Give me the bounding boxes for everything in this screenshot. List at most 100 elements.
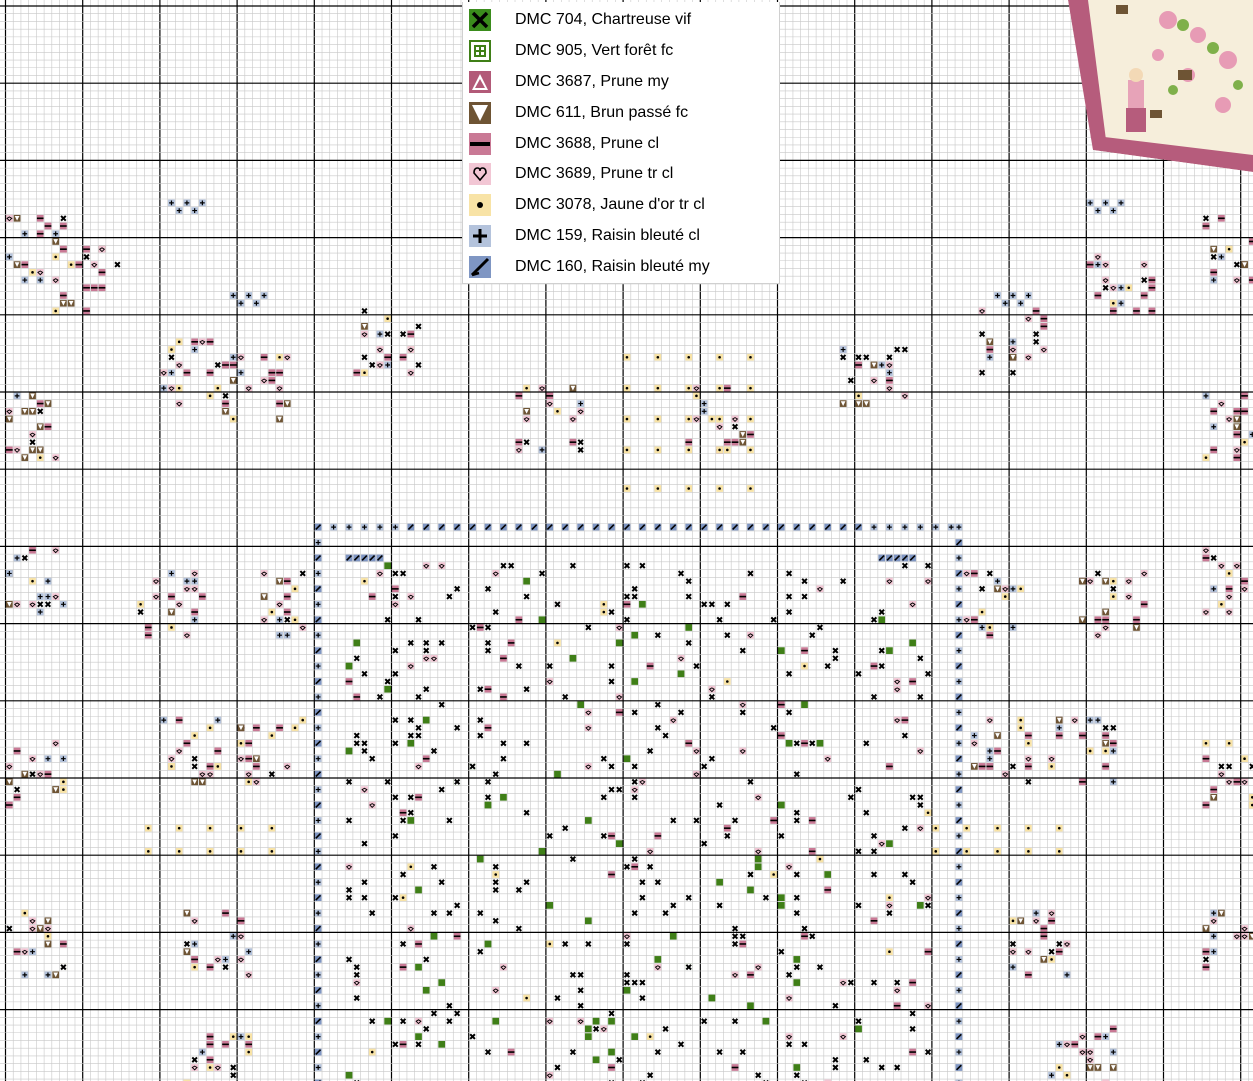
stitch-dash — [353, 369, 360, 376]
stitch-triangle-down — [1056, 717, 1063, 724]
stitch-plus — [1210, 910, 1217, 917]
stitch-heart-outline — [616, 694, 623, 701]
stitch-x-mark — [477, 732, 484, 739]
stitch-triangle-down — [6, 601, 13, 608]
stitch-plus — [315, 1002, 322, 1009]
stitch-plus — [276, 616, 283, 623]
stitch-dot — [716, 485, 723, 492]
stitch-heart-outline — [624, 933, 631, 940]
stitch-plus — [315, 910, 322, 917]
stitch-plus — [29, 948, 36, 955]
stitch-dash — [1133, 308, 1140, 315]
stitch-x-mark — [585, 624, 592, 631]
stitch-dash — [801, 647, 808, 654]
stitch-x-mark — [570, 1049, 577, 1056]
stitch-x-mark — [392, 794, 399, 801]
stitch-slash — [956, 755, 963, 762]
stitch-dot — [716, 416, 723, 423]
stitch-x-mark — [469, 624, 476, 631]
stitch-x-mark — [624, 863, 631, 870]
stitch-x-mark — [855, 354, 862, 361]
stitch-heart-outline — [693, 385, 700, 392]
stitch-x-mark — [979, 369, 986, 376]
stitch-plus — [1218, 254, 1225, 261]
stitch-dotted-square — [585, 917, 592, 924]
stitch-slash — [956, 1002, 963, 1009]
stitch-dash — [1141, 292, 1148, 299]
stitch-x-mark — [1203, 956, 1210, 963]
stitch-x-mark — [485, 640, 492, 647]
stitch-plus — [1010, 624, 1017, 631]
stitch-triangle-down — [29, 447, 36, 454]
stitch-plus — [956, 524, 963, 531]
stitch-x-mark — [832, 655, 839, 662]
stitch-heart-outline — [600, 1026, 607, 1033]
x-mark-icon — [469, 9, 491, 31]
stitch-plus — [1064, 972, 1071, 979]
stitch-x-mark — [1010, 763, 1017, 770]
stitch-heart-outline — [29, 755, 36, 762]
stitch-dash — [1241, 408, 1248, 415]
stitch-x-mark — [917, 802, 924, 809]
stitch-dot — [245, 1033, 252, 1040]
stitch-dash — [400, 964, 407, 971]
stitch-dash — [1071, 1041, 1078, 1048]
stitch-dot — [245, 779, 252, 786]
stitch-heart-outline — [1064, 941, 1071, 948]
stitch-dot — [709, 416, 716, 423]
stitch-plus — [315, 601, 322, 608]
stitch-x-mark — [384, 616, 391, 623]
stitch-slash — [956, 941, 963, 948]
stitch-x-mark — [786, 1041, 793, 1048]
stitch-plus — [315, 786, 322, 793]
stitch-dot — [1017, 717, 1024, 724]
stitch-dotted-square — [585, 1026, 592, 1033]
stitch-x-mark — [654, 879, 661, 886]
stitch-x-mark — [847, 377, 854, 384]
stitch-dotted-square — [778, 894, 785, 901]
stitch-x-mark — [732, 817, 739, 824]
heart-outline-icon — [469, 163, 491, 185]
stitch-dotted-square — [346, 1072, 353, 1079]
stitch-x-mark — [431, 863, 438, 870]
stitch-heart-outline — [245, 771, 252, 778]
stitch-plus — [1056, 1041, 1063, 1048]
stitch-heart-outline — [261, 616, 268, 623]
stitch-x-mark — [431, 1010, 438, 1017]
stitch-dot — [716, 354, 723, 361]
stitch-x-mark — [917, 694, 924, 701]
stitch-x-mark — [801, 1041, 808, 1048]
stitch-plus — [377, 524, 384, 531]
stitch-x-mark — [709, 601, 716, 608]
stitch-x-mark — [369, 910, 376, 917]
stitch-slash — [956, 972, 963, 979]
stitch-slash — [956, 879, 963, 886]
stitch-dash — [477, 624, 484, 631]
stitch-dash — [1079, 732, 1086, 739]
stitch-x-mark — [979, 586, 986, 593]
stitch-dot — [207, 825, 214, 832]
stitch-heart-outline — [585, 709, 592, 716]
stitch-dash — [1079, 779, 1086, 786]
stitch-triangle-down — [994, 586, 1001, 593]
stitch-plus — [315, 941, 322, 948]
stitch-x-mark — [423, 686, 430, 693]
stitch-dash — [245, 740, 252, 747]
stitch-x-mark — [415, 724, 422, 731]
stitch-x-mark — [608, 609, 615, 616]
stitch-dash — [400, 809, 407, 816]
stitch-plus — [315, 1033, 322, 1040]
stitch-plus — [60, 755, 67, 762]
stitch-x-mark — [554, 1064, 561, 1071]
stitch-x-mark — [662, 910, 669, 917]
stitch-dash — [1095, 292, 1102, 299]
stitch-triangle-down — [6, 779, 13, 786]
stitch-heart-outline — [678, 655, 685, 662]
stitch-heart-outline — [438, 562, 445, 569]
stitch-dot — [207, 848, 214, 855]
stitch-dotted-square — [886, 840, 893, 847]
stitch-dash — [801, 740, 808, 747]
stitch-x-mark — [608, 678, 615, 685]
stitch-plus — [315, 879, 322, 886]
stitch-triangle-down — [361, 323, 368, 330]
